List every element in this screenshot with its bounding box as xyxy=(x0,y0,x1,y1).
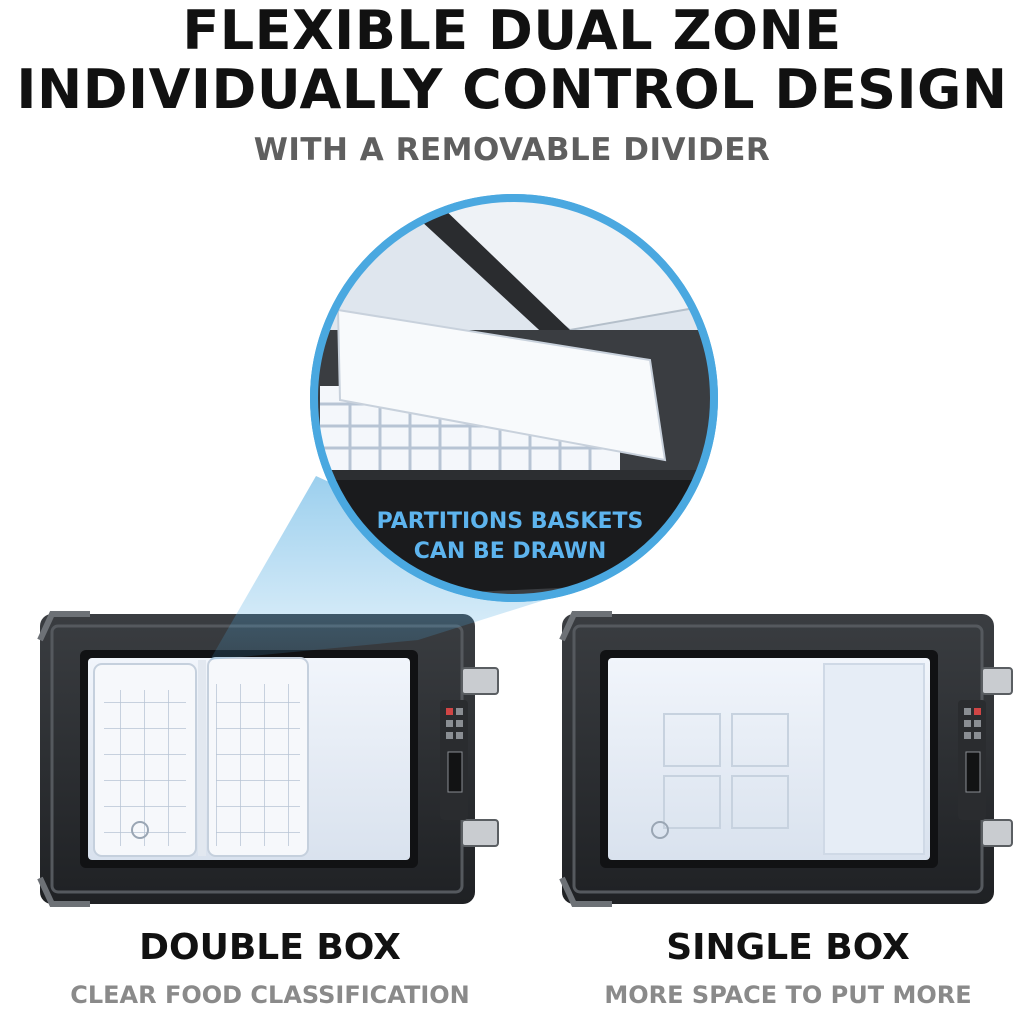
basket-right xyxy=(207,657,309,857)
single-box-freezer xyxy=(559,611,1013,907)
latch-top xyxy=(461,667,499,695)
single-box-subtitle: MORE SPACE TO PUT MORE xyxy=(604,981,972,1009)
headline-line-2: INDIVIDUALLY CONTROL DESIGN xyxy=(16,58,1008,121)
double-box-title: DOUBLE BOX xyxy=(139,927,401,968)
headline-subtitle: WITH A REMOVABLE DIVIDER xyxy=(253,132,771,168)
control-panel xyxy=(440,700,468,820)
control-panel xyxy=(958,700,986,820)
magnified-detail: PARTITIONS BASKETS CAN BE DRAWN xyxy=(310,194,718,602)
divider xyxy=(198,660,206,856)
double-box-freezer xyxy=(37,611,499,907)
latch-bottom xyxy=(981,819,1013,847)
basket-left xyxy=(93,663,197,857)
latch-bottom xyxy=(461,819,499,847)
latch-top xyxy=(981,667,1013,695)
double-box-subtitle: CLEAR FOOD CLASSIFICATION xyxy=(70,981,470,1009)
callout-line-1: PARTITIONS BASKETS xyxy=(377,509,644,534)
callout-line-2: CAN BE DRAWN xyxy=(414,539,607,564)
single-box-title: SINGLE BOX xyxy=(666,927,910,968)
headline-line-1: FLEXIBLE DUAL ZONE xyxy=(182,0,842,62)
spotlight-beam xyxy=(210,476,570,660)
